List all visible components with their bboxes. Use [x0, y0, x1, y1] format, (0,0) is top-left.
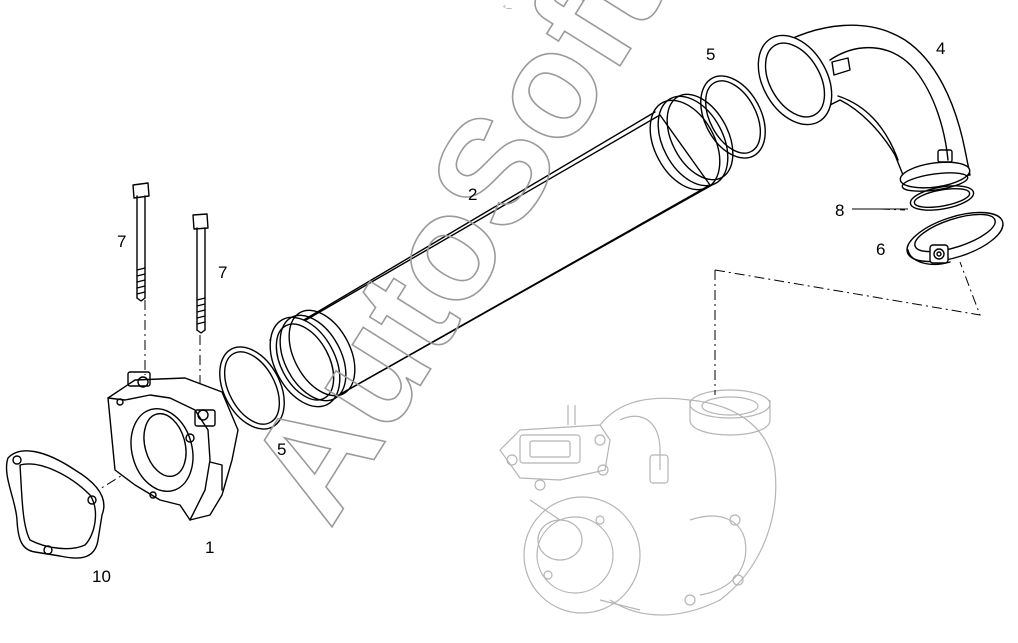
oring-part-8	[909, 185, 975, 211]
label-7-left: 7	[117, 232, 126, 251]
label-5-top: 5	[706, 45, 715, 64]
oring-part-5-top	[700, 75, 766, 159]
clamp-part-6	[906, 211, 1004, 266]
label-2: 2	[468, 185, 477, 204]
turbocharger	[499, 389, 777, 616]
label-8: 8	[835, 201, 844, 220]
label-6: 6	[876, 240, 885, 259]
label-4: 4	[936, 39, 945, 58]
pipe-part-2	[269, 93, 734, 408]
label-5-bottom: 5	[277, 440, 286, 459]
label-10: 10	[92, 567, 111, 586]
elbow-part-4	[757, 24, 971, 192]
watermark: AutoSoft	[215, 0, 693, 547]
bolt-part-7-left	[132, 182, 150, 302]
label-1: 1	[205, 538, 214, 557]
label-7-right: 7	[218, 263, 227, 282]
flange-housing-part-1	[107, 371, 239, 521]
oring-part-5-bottom	[219, 346, 285, 430]
header-mark: °—	[503, 5, 512, 12]
bolt-part-7-right	[192, 213, 209, 334]
gasket-part-10	[5, 450, 105, 559]
